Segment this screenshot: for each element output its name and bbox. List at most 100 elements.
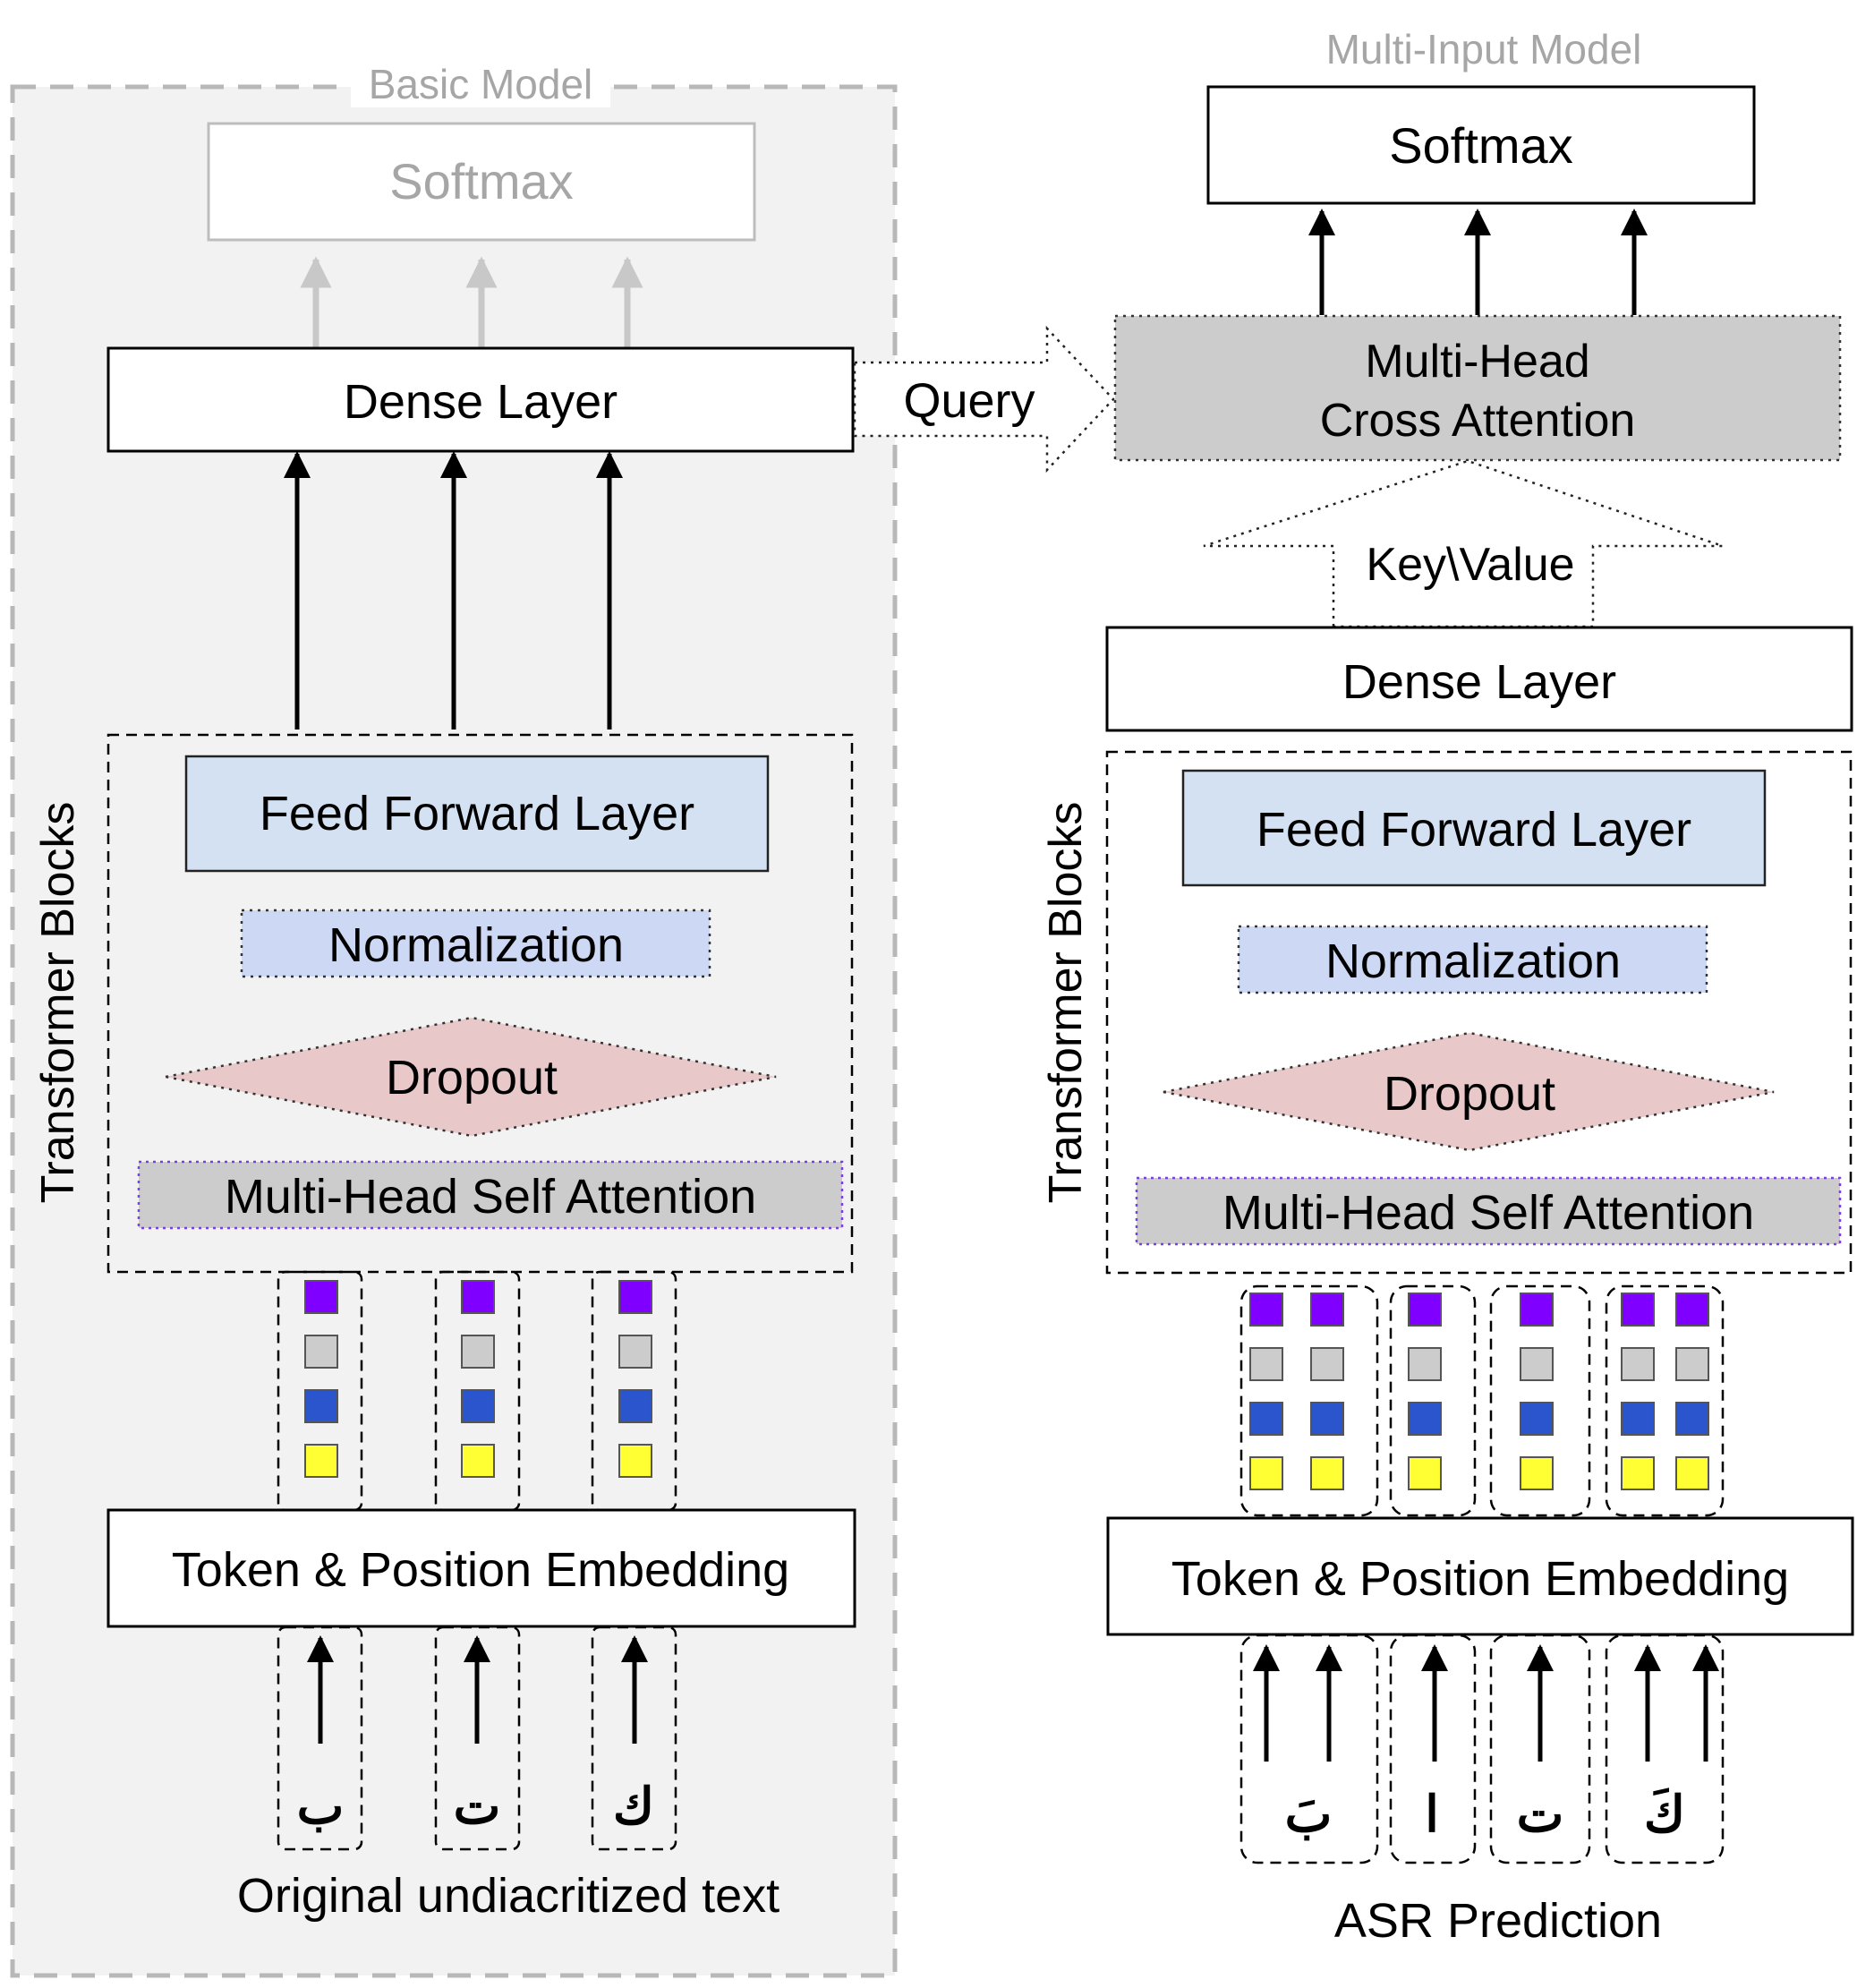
multi-square-5-gray [1621,1347,1655,1381]
multi-softmax-box [1206,85,1756,205]
basic-dense-box [106,346,855,453]
multi-square-1-yellow [1249,1456,1283,1490]
basic-softmax-label: Softmax [389,153,573,209]
basic-square-3-yellow [618,1444,652,1478]
basic-square-2-blue [461,1389,495,1423]
multi-input-arrows [1253,1644,1719,1762]
multi-group-1-lower [1239,1634,1379,1864]
multi-square-1-blue [1249,1402,1283,1436]
multi-square-3-blue [1408,1402,1442,1436]
basic-normalization-box [240,909,711,978]
multi-token-2: ا [1425,1786,1439,1842]
basic-embedding-box [106,1508,856,1628]
multi-group-2-upper [1389,1284,1477,1517]
basic-feed-forward-label: Feed Forward Layer [260,787,694,840]
basic-square-1-purple [304,1280,338,1314]
multi-transformer-block [1105,750,1853,1275]
multi-self-attention-label: Multi-Head Self Attention [1222,1186,1754,1240]
basic-title-backdrop [351,68,610,107]
multi-square-6-gray [1675,1347,1709,1381]
basic-square-3-purple [618,1280,652,1314]
multi-normalization-label: Normalization [1325,934,1621,988]
basic-dense-label: Dense Layer [344,375,618,429]
multi-square-4-purple [1520,1293,1554,1327]
multi-square-2-yellow [1310,1456,1344,1490]
multi-square-3-yellow [1408,1456,1442,1490]
multi-square-5-blue [1621,1402,1655,1436]
multi-square-3-purple [1408,1293,1442,1327]
multi-token-3: ت [1517,1786,1564,1842]
multi-square-6-blue [1675,1402,1709,1436]
basic-square-1-blue [304,1389,338,1423]
cross-attention-label-line2: Cross Attention [1320,395,1636,447]
key-value-arrow [1203,459,1724,628]
multi-softmax-arrows [1308,209,1648,315]
multi-embedding-label: Token & Position Embedding [1171,1552,1789,1606]
multi-feed-forward-box [1181,769,1767,887]
multi-square-5-yellow [1621,1456,1655,1490]
multi-transformer-label: Transformer Blocks [1040,802,1092,1204]
multi-dropout-label: Dropout [1384,1067,1555,1121]
query-connection: Query [853,325,1115,474]
basic-normalization-label: Normalization [328,918,624,972]
multi-group-4-upper [1605,1284,1725,1517]
multi-square-4-blue [1520,1402,1554,1436]
basic-input-arrows [307,1635,648,1744]
basic-dropout-shape [165,1016,777,1138]
cross-attention-box [1113,314,1842,462]
basic-token-1: ب [297,1778,345,1834]
basic-square-1-yellow [304,1444,338,1478]
multi-self-attention-box [1135,1176,1842,1246]
multi-dropout-shape [1163,1031,1775,1152]
multi-caption: ASR Prediction [1334,1894,1662,1948]
multi-normalization-box [1237,925,1708,994]
basic-caption: Original undiacritized text [237,1869,779,1923]
basic-embedding-squares [304,1280,652,1478]
basic-softmax-box [207,122,756,242]
basic-square-2-gray [461,1335,495,1369]
basic-model-title: Basic Model [369,61,593,107]
multi-square-1-purple [1249,1293,1283,1327]
basic-square-3-blue [618,1389,652,1423]
basic-embedding-label: Token & Position Embedding [172,1543,789,1597]
basic-self-attention-label: Multi-Head Self Attention [225,1170,756,1224]
basic-softmax-arrows [300,256,643,347]
multi-square-5-purple [1621,1293,1655,1327]
multi-dense-box [1105,626,1853,732]
multi-dense-label: Dense Layer [1342,655,1616,709]
basic-square-1-gray [304,1335,338,1369]
multi-embedding-box [1106,1516,1854,1636]
multi-square-6-purple [1675,1293,1709,1327]
multi-square-2-gray [1310,1347,1344,1381]
basic-token-3: ك [613,1778,654,1834]
multi-token-4: كَ [1644,1786,1685,1842]
multi-square-2-purple [1310,1293,1344,1327]
multi-model-title: Multi-Input Model [1326,26,1642,73]
key-value-label: Key\Value [1366,539,1574,591]
multi-square-4-yellow [1520,1456,1554,1490]
query-arrow [853,325,1115,474]
multi-embedding-squares [1249,1293,1709,1490]
multi-token-1: بَ [1285,1786,1333,1842]
basic-column-3-lower [591,1625,677,1851]
basic-square-3-gray [618,1335,652,1369]
basic-square-2-purple [461,1280,495,1314]
multi-square-4-gray [1520,1347,1554,1381]
basic-self-attention-box [137,1160,844,1230]
basic-feed-forward-box [184,755,770,873]
multi-square-1-gray [1249,1347,1283,1381]
basic-square-2-yellow [461,1444,495,1478]
multi-feed-forward-label: Feed Forward Layer [1256,803,1691,857]
multi-input-model: Multi-Input Model Softmax Multi-Head Cro… [1040,26,1854,1948]
multi-group-1-upper [1239,1284,1379,1517]
multi-group-3-lower [1489,1634,1591,1864]
query-label: Query [903,374,1035,428]
basic-column-1-lower [277,1625,363,1851]
multi-group-3-upper [1489,1284,1591,1517]
basic-dropout-label: Dropout [386,1051,558,1105]
basic-model: Basic Model Softmax Dense Layer Transfor… [10,61,898,1978]
basic-token-2: ت [454,1778,501,1834]
cross-attention-label-line1: Multi-Head [1365,336,1589,388]
basic-dense-arrows [284,451,623,730]
